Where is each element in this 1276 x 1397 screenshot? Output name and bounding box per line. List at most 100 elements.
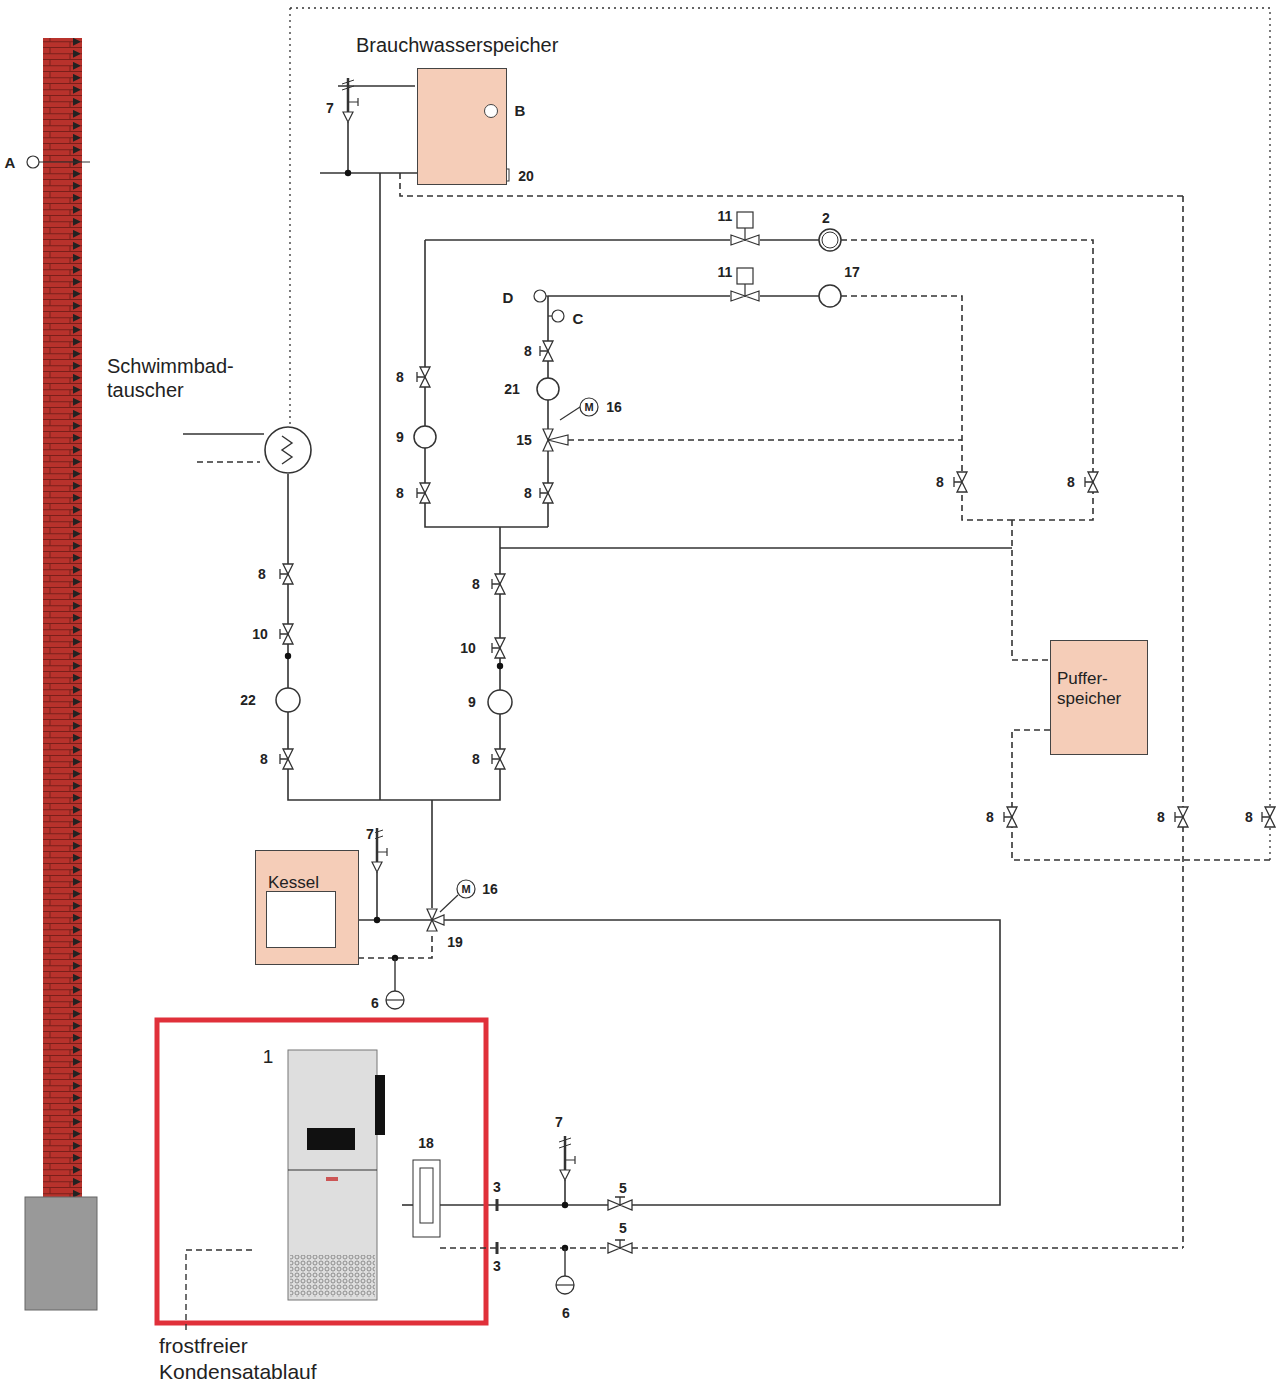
shutoff-valve <box>280 749 293 769</box>
pipe <box>444 920 1000 1205</box>
sensor-symbol <box>534 290 546 302</box>
shutoff-valve <box>492 574 505 594</box>
callout-number: 16 <box>605 400 623 414</box>
pipe <box>320 172 420 174</box>
callout-number: 8 <box>1244 810 1254 824</box>
panel-seam <box>288 1170 377 1171</box>
callout-number: 1 <box>262 1047 275 1066</box>
relief-valve <box>342 78 358 122</box>
pipe <box>500 547 1012 549</box>
expansion-vessel <box>556 1276 574 1294</box>
pipe <box>425 239 730 241</box>
shutoff-valve <box>540 483 553 503</box>
shutoff-valve <box>1004 807 1017 827</box>
callout-number: 8 <box>523 486 533 500</box>
pipe <box>548 295 730 297</box>
pump-symbol <box>819 229 841 251</box>
pipe <box>760 239 819 241</box>
junction-dot <box>285 653 291 659</box>
flow-switch <box>413 1160 440 1237</box>
shutoff-valve <box>608 1197 632 1210</box>
callout-number: 18 <box>417 1136 435 1150</box>
callout-number: 19 <box>446 935 464 949</box>
pipe <box>288 474 500 800</box>
callout-number: 3 <box>492 1259 502 1273</box>
callout-number: 11 <box>717 265 734 279</box>
callout-number: 10 <box>251 627 269 641</box>
shutoff-valve <box>540 341 553 361</box>
indicator <box>326 1177 338 1181</box>
sensor-lead <box>33 161 90 162</box>
callout-number: 8 <box>1156 810 1166 824</box>
junction-dot <box>497 663 503 669</box>
callout-number: 6 <box>561 1306 571 1320</box>
callout-number: 8 <box>395 370 405 384</box>
mixing-valve <box>427 909 444 931</box>
pipe <box>841 240 1093 520</box>
control-box <box>375 1075 385 1135</box>
shutoff-valve <box>417 483 430 503</box>
callout-number: 7 <box>325 101 335 115</box>
sensor-symbol <box>27 156 39 168</box>
callout-number: 20 <box>517 169 535 183</box>
pipe <box>1012 520 1050 660</box>
callout-number: 3 <box>492 1180 502 1194</box>
sensor-letter: B <box>514 103 527 118</box>
pump-symbol <box>276 688 300 712</box>
pipe <box>440 1247 608 1249</box>
shutoff-valve <box>492 638 505 658</box>
motor-symbol <box>580 398 598 416</box>
heat-pump-unit <box>288 1050 377 1300</box>
pipe <box>440 1204 608 1206</box>
pipe <box>376 872 378 920</box>
callout-number: 11 <box>717 209 734 223</box>
callout-number: 7 <box>365 827 375 841</box>
sensor-letter: C <box>572 311 585 326</box>
outlet-pipe <box>338 85 415 87</box>
actuator-link <box>440 895 458 912</box>
callout-number: 9 <box>467 695 477 709</box>
callout-number: 8 <box>523 344 533 358</box>
shutoff-valve <box>280 624 293 644</box>
sensor-letter: M <box>460 884 471 895</box>
junction-dot <box>562 1202 568 1208</box>
shutoff-valve <box>417 367 430 387</box>
callout-number: 10 <box>459 641 477 655</box>
chimney <box>43 38 82 1198</box>
callout-number: 8 <box>257 567 267 581</box>
buffer-tank: Puffer- speicher <box>1050 640 1148 755</box>
callout-number: 16 <box>481 882 499 896</box>
condensate-drain <box>186 1250 252 1330</box>
callout-number: 6 <box>370 996 380 1010</box>
node-label: Puffer- speicher <box>1057 669 1143 710</box>
signal-line <box>289 8 290 426</box>
callout-number: 17 <box>843 265 861 279</box>
expansion-vessel <box>386 991 404 1009</box>
pipe <box>348 932 432 958</box>
signal-line <box>290 8 1270 860</box>
pump-symbol <box>819 285 841 307</box>
flex-hose <box>496 1199 499 1211</box>
pipe <box>379 173 381 800</box>
callout-number: 8 <box>395 486 405 500</box>
actuator-link <box>560 407 580 420</box>
exchanger-outline <box>264 426 312 474</box>
node-heading: Schwimmbad- tauscher <box>107 354 257 402</box>
highlight-frame <box>157 1020 486 1323</box>
sensor-letter: A <box>4 155 17 170</box>
callout-number: 15 <box>515 433 533 447</box>
heat-exchanger: Schwimmbad- tauscher <box>264 426 312 474</box>
pipe <box>760 295 819 297</box>
pipe <box>394 958 395 991</box>
callout-number: 8 <box>1066 475 1076 489</box>
sensor-letter: D <box>502 290 515 305</box>
display <box>307 1128 355 1150</box>
pipe <box>1182 196 1184 1248</box>
pipe <box>632 1247 1183 1249</box>
pipe <box>348 919 432 921</box>
shutoff-valve <box>1262 807 1275 827</box>
sensor-symbol <box>484 104 498 118</box>
callout-number: 7 <box>554 1115 564 1129</box>
shutoff-valve <box>280 564 293 584</box>
